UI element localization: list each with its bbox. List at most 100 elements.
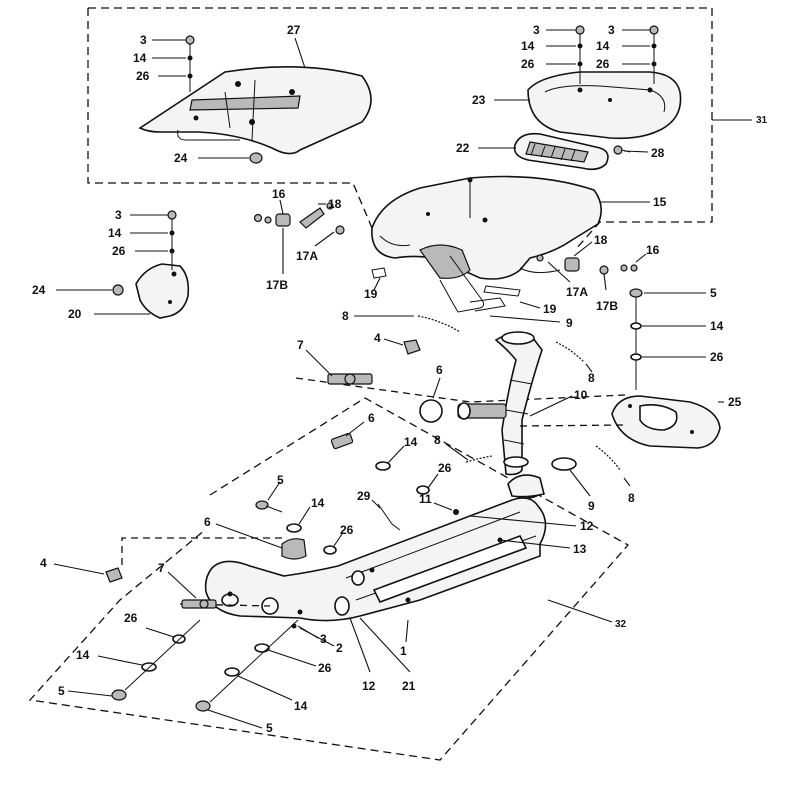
muffler-15 xyxy=(371,175,602,313)
washer-26-a xyxy=(416,485,430,495)
callout-17B: 17B xyxy=(596,299,618,313)
clip-29 xyxy=(377,503,401,531)
callout-29: 29 xyxy=(357,489,371,503)
callout-8: 8 xyxy=(342,309,349,323)
group-31-boundary xyxy=(87,7,713,251)
group-32-label: 32 xyxy=(615,619,627,630)
group-31-label: 31 xyxy=(756,115,768,126)
callout-5: 5 xyxy=(277,473,284,487)
callout-19: 19 xyxy=(364,287,378,301)
nut-4-upper xyxy=(403,339,421,355)
group-32-boundary xyxy=(28,397,630,761)
callout-5: 5 xyxy=(710,286,717,300)
stud-7-upper xyxy=(295,373,626,403)
callout-16: 16 xyxy=(272,187,286,201)
end-cover-23 xyxy=(527,71,682,140)
callout-12: 12 xyxy=(580,519,594,533)
washer-14-upper xyxy=(375,461,391,471)
callout-6: 6 xyxy=(204,515,211,529)
callout-20: 20 xyxy=(68,307,82,321)
callout-25: 25 xyxy=(728,395,742,409)
exhaust-pipe-1 xyxy=(204,474,547,622)
bolt-stack-d xyxy=(111,619,201,701)
callout-13: 13 xyxy=(573,542,587,556)
callout-5: 5 xyxy=(58,684,65,698)
bolt-stack-e xyxy=(195,619,299,712)
callout-26: 26 xyxy=(438,461,452,475)
callout-3: 3 xyxy=(115,208,122,222)
stud-7-lower xyxy=(179,599,271,609)
side-bracket-20 xyxy=(112,210,190,319)
callout-11: 11 xyxy=(419,492,432,506)
callout-21: 21 xyxy=(402,679,416,693)
callout-18: 18 xyxy=(594,233,608,247)
callout-28: 28 xyxy=(651,146,665,160)
callout-26: 26 xyxy=(112,244,126,258)
callout-3: 3 xyxy=(320,632,327,646)
callout-15: 15 xyxy=(653,195,667,209)
tail-plate-25 xyxy=(611,395,721,449)
spring-8-middle xyxy=(555,341,585,363)
callout-14: 14 xyxy=(710,319,724,333)
fastener-stack-a xyxy=(185,35,195,92)
callout-26: 26 xyxy=(596,57,610,71)
callout-14: 14 xyxy=(596,39,610,53)
callout-26: 26 xyxy=(136,69,150,83)
callout-14: 14 xyxy=(311,496,325,510)
callout-26: 26 xyxy=(340,523,354,537)
bolt-11 xyxy=(453,509,459,515)
callout-6: 6 xyxy=(436,363,443,377)
callout-24: 24 xyxy=(32,283,46,297)
callout-7: 7 xyxy=(297,338,304,352)
callout-27: 27 xyxy=(287,23,301,37)
callout-14: 14 xyxy=(76,648,90,662)
callout-8: 8 xyxy=(434,433,441,447)
callout-3: 3 xyxy=(533,23,540,37)
callout-2: 2 xyxy=(336,641,343,655)
callout-26: 26 xyxy=(710,350,724,364)
callout-19: 19 xyxy=(543,302,557,316)
callout-17A: 17A xyxy=(296,249,318,263)
link-pipe-10 xyxy=(457,331,543,476)
mesh-screen-22 xyxy=(513,132,609,171)
callout-8: 8 xyxy=(628,491,635,505)
bolt-5-a xyxy=(255,500,283,513)
callout-9: 9 xyxy=(566,316,573,330)
callout-17A: 17A xyxy=(566,285,588,299)
bracket-hardware-left xyxy=(253,202,345,235)
flange-6 xyxy=(281,538,307,560)
callout-10: 10 xyxy=(574,388,588,402)
callout-3: 3 xyxy=(140,33,147,47)
callout-22: 22 xyxy=(456,141,470,155)
callout-18: 18 xyxy=(328,197,342,211)
heat-shield-27 xyxy=(138,66,372,155)
callout-14: 14 xyxy=(404,435,418,449)
callout-14: 14 xyxy=(294,699,308,713)
callout-7: 7 xyxy=(158,561,165,575)
ring-9 xyxy=(551,457,577,471)
grommet-24 xyxy=(249,152,263,164)
callout-26: 26 xyxy=(521,57,535,71)
callout-6: 6 xyxy=(368,411,375,425)
callout-1: 1 xyxy=(400,644,407,658)
washer-26-b xyxy=(323,545,337,555)
nut-4-lower xyxy=(105,567,123,583)
callout-4: 4 xyxy=(374,331,381,345)
gasket-6-lower xyxy=(330,432,354,450)
washer-14-b xyxy=(286,523,302,533)
callout-23: 23 xyxy=(472,93,486,107)
bracket-hardware-right xyxy=(519,254,638,275)
callout-4: 4 xyxy=(40,556,47,570)
callout-16: 16 xyxy=(646,243,660,257)
grommet-19-left xyxy=(371,267,387,279)
bolt-stack-c xyxy=(629,288,643,390)
callout-5: 5 xyxy=(266,721,273,735)
screw-28 xyxy=(613,145,631,155)
spring-8-right xyxy=(595,445,621,471)
callout-3: 3 xyxy=(608,23,615,37)
callout-26: 26 xyxy=(124,611,138,625)
callout-14: 14 xyxy=(521,39,535,53)
gasket-6-upper xyxy=(419,399,443,423)
spring-8-upper xyxy=(417,315,461,333)
